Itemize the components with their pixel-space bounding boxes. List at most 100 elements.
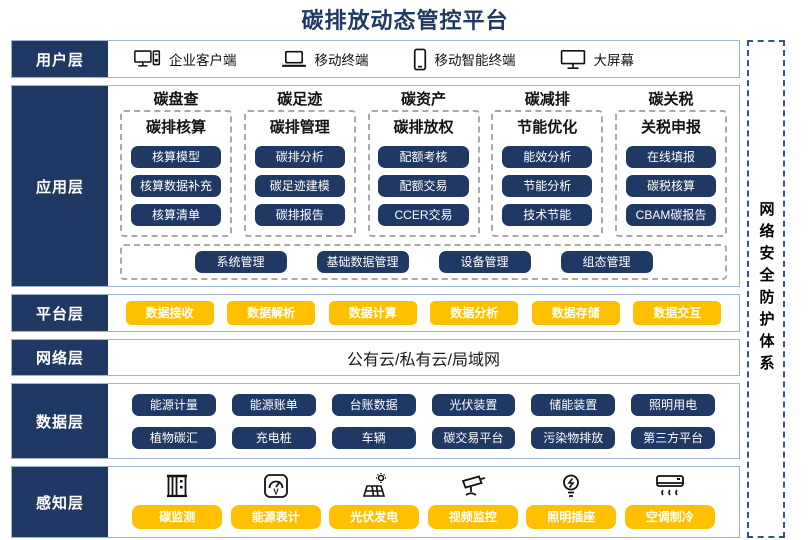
platform-button: 数据分析 bbox=[430, 301, 519, 325]
network-layer-row: 网络层 公有云/私有云/局域网 bbox=[11, 339, 740, 376]
network-layer-label: 网络层 bbox=[12, 340, 108, 375]
app-column-carbon-inventory: 碳盘查 碳排核算 核算模型 核算数据补充 核算清单 bbox=[120, 89, 232, 237]
app-column-subheader: 碳排管理 bbox=[269, 119, 330, 136]
app-common-button: 组态管理 bbox=[560, 251, 653, 273]
perception-item-energy-meter: V 能源表计 bbox=[227, 472, 326, 529]
data-source-button: 车辆 bbox=[331, 426, 416, 449]
app-column-carbon-asset: 碳资产 碳排放权 配额考核 配额交易 CCER交易 bbox=[367, 89, 480, 237]
user-item-label: 企业客户端 bbox=[169, 53, 237, 68]
energy-meter-icon: V bbox=[262, 472, 290, 500]
app-column-header: 碳减排 bbox=[524, 91, 570, 108]
platform-layer-row: 平台层 数据接收 数据解析 数据计算 数据分析 数据存储 数据交互 bbox=[11, 294, 740, 332]
data-source-button: 第三方平台 bbox=[631, 426, 715, 449]
perception-item-lighting-socket: 照明插座 bbox=[522, 472, 621, 529]
platform-button: 数据交互 bbox=[633, 301, 722, 325]
user-layer-label: 用户层 bbox=[12, 41, 108, 77]
app-column-header: 碳盘查 bbox=[153, 91, 199, 108]
app-module-button: 核算模型 bbox=[130, 146, 222, 168]
app-common-button: 基础数据管理 bbox=[316, 251, 409, 273]
platform-layer-label: 平台层 bbox=[12, 295, 108, 331]
app-column-box: 节能优化 能效分析 节能分析 技术节能 bbox=[491, 110, 604, 237]
app-column-carbon-reduction: 碳减排 节能优化 能效分析 节能分析 技术节能 bbox=[491, 89, 604, 237]
perception-button: 空调制冷 bbox=[624, 505, 715, 529]
perception-item-carbon-monitor: 碳监测 bbox=[128, 472, 227, 529]
perception-layer-row: 感知层 碳监测 bbox=[11, 466, 740, 538]
security-system-box: 网络安全防护体系 bbox=[747, 40, 785, 538]
perception-button: 碳监测 bbox=[132, 505, 223, 529]
app-module-button: CCER交易 bbox=[378, 204, 469, 226]
svg-text:V: V bbox=[273, 488, 279, 497]
platform-button: 数据存储 bbox=[531, 301, 620, 325]
app-column-header: 碳足迹 bbox=[277, 91, 323, 108]
data-source-button: 储能装置 bbox=[531, 393, 616, 416]
laptop-icon bbox=[281, 49, 307, 69]
perception-item-video-surveillance: 视频监控 bbox=[424, 472, 523, 529]
app-module-button: 配额考核 bbox=[378, 146, 469, 168]
app-module-button: 核算数据补充 bbox=[130, 175, 222, 197]
data-source-button: 光伏装置 bbox=[431, 393, 516, 416]
app-column-carbon-tariff: 碳关税 关税申报 在线填报 碳税核算 CBAM碳报告 bbox=[615, 89, 727, 237]
cctv-camera-icon bbox=[459, 472, 487, 500]
user-item-big-screen: 大屏幕 bbox=[560, 49, 635, 70]
smartphone-icon bbox=[413, 48, 427, 71]
app-common-button: 设备管理 bbox=[438, 251, 531, 273]
data-source-button: 能源计量 bbox=[132, 393, 216, 416]
app-column-header: 碳资产 bbox=[400, 91, 446, 108]
app-module-button: 碳排分析 bbox=[254, 146, 345, 168]
app-module-button: 在线填报 bbox=[625, 146, 717, 168]
perception-button: 光伏发电 bbox=[329, 505, 420, 529]
app-layer-content: 碳盘查 碳排核算 核算模型 核算数据补充 核算清单 碳足迹 碳排管理 bbox=[108, 86, 739, 286]
carbon-monitor-icon bbox=[163, 472, 191, 500]
user-item-enterprise-client: 企业客户端 bbox=[134, 49, 237, 70]
data-layer-label: 数据层 bbox=[12, 384, 108, 458]
user-item-smart-terminal: 移动智能终端 bbox=[413, 48, 516, 71]
layer-stack: 用户层 企业客户端 bbox=[11, 40, 740, 538]
app-module-button: 配额交易 bbox=[378, 175, 469, 197]
user-item-label: 大屏幕 bbox=[593, 53, 635, 68]
app-column-box: 关税申报 在线填报 碳税核算 CBAM碳报告 bbox=[615, 110, 727, 237]
app-module-button: 节能分析 bbox=[502, 175, 593, 197]
user-layer-row: 用户层 企业客户端 bbox=[11, 40, 740, 78]
app-module-button: 核算清单 bbox=[130, 204, 222, 226]
perception-item-ac-cooling: 空调制冷 bbox=[621, 472, 720, 529]
perception-button: 能源表计 bbox=[230, 505, 321, 529]
platform-button: 数据接收 bbox=[125, 301, 214, 325]
air-conditioner-icon bbox=[655, 472, 685, 500]
data-layer-row: 数据层 能源计量 能源账单 台账数据 光伏装置 储能装置 照明用电 植物碳汇 充… bbox=[11, 383, 740, 459]
network-layer-text: 公有云/私有云/局域网 bbox=[347, 351, 500, 369]
perception-layer-content: 碳监测 V 能源表计 bbox=[108, 467, 739, 537]
app-layer-label: 应用层 bbox=[12, 86, 108, 286]
app-column-box: 碳排放权 配额考核 配额交易 CCER交易 bbox=[367, 110, 480, 237]
user-item-label: 移动智能终端 bbox=[434, 53, 516, 68]
desktop-pc-icon bbox=[134, 49, 161, 70]
app-common-box: 系统管理 基础数据管理 设备管理 组态管理 bbox=[120, 244, 727, 280]
security-system-label: 网络安全防护体系 bbox=[757, 201, 775, 377]
app-column-box: 碳排核算 核算模型 核算数据补充 核算清单 bbox=[120, 110, 232, 237]
perception-button: 视频监控 bbox=[427, 505, 518, 529]
data-source-button: 能源账单 bbox=[231, 393, 316, 416]
app-module-button: 技术节能 bbox=[502, 204, 593, 226]
app-layer-row: 应用层 碳盘查 碳排核算 核算模型 核算数据补充 核算清单 bbox=[11, 85, 740, 287]
user-item-label: 移动终端 bbox=[314, 53, 369, 68]
app-module-button: 碳税核算 bbox=[625, 175, 717, 197]
app-column-header: 碳关税 bbox=[648, 91, 694, 108]
app-column-subheader: 碳排核算 bbox=[145, 119, 206, 136]
data-source-button: 污染物排放 bbox=[531, 426, 616, 449]
app-module-button: 碳足迹建模 bbox=[254, 175, 345, 197]
data-source-button: 台账数据 bbox=[331, 393, 416, 416]
user-item-mobile-terminal: 移动终端 bbox=[281, 49, 369, 69]
app-column-carbon-footprint: 碳足迹 碳排管理 碳排分析 碳足迹建模 碳排报告 bbox=[243, 89, 356, 237]
app-column-box: 碳排管理 碳排分析 碳足迹建模 碳排报告 bbox=[243, 110, 356, 237]
app-columns: 碳盘查 碳排核算 核算模型 核算数据补充 核算清单 碳足迹 碳排管理 bbox=[120, 89, 727, 237]
app-common-button: 系统管理 bbox=[194, 251, 287, 273]
data-layer-content: 能源计量 能源账单 台账数据 光伏装置 储能装置 照明用电 植物碳汇 充电桩 车… bbox=[108, 384, 739, 458]
data-source-button: 充电桩 bbox=[231, 426, 316, 449]
perception-item-solar-pv: 光伏发电 bbox=[325, 472, 424, 529]
app-module-button: 碳排报告 bbox=[254, 204, 345, 226]
app-module-button: 能效分析 bbox=[502, 146, 593, 168]
data-source-button: 照明用电 bbox=[631, 393, 715, 416]
app-column-subheader: 节能优化 bbox=[517, 119, 578, 136]
user-layer-content: 企业客户端 移动终端 bbox=[108, 41, 739, 77]
big-screen-icon bbox=[560, 49, 586, 70]
